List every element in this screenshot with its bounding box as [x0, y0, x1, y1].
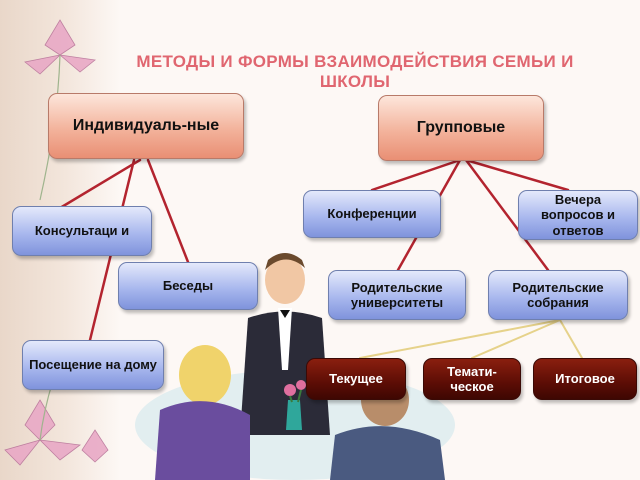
connector-group-conferences	[370, 158, 462, 192]
node-conferences: Конференции	[303, 190, 441, 238]
node-current-label: Текущее	[329, 371, 383, 387]
connector-meetings-current	[359, 319, 561, 359]
connector-individual-consultations	[58, 158, 142, 210]
node-final-label: Итоговое	[555, 371, 615, 387]
node-parent-meetings-label: Родительские собрания	[512, 279, 604, 310]
node-conversations: Беседы	[118, 262, 258, 310]
node-thematic-label: Темати-ческое	[447, 363, 497, 394]
node-parent-universities-label: Родительские университеты	[350, 279, 444, 310]
node-parent-universities: Родительские университеты	[328, 270, 466, 320]
node-group-label: Групповые	[416, 118, 506, 136]
node-home-visit: Посещение на дому	[22, 340, 164, 390]
node-home-visit-label: Посещение на дому	[29, 357, 157, 373]
connector-meetings-thematic	[471, 319, 561, 359]
node-parent-meetings: Родительские собрания	[488, 270, 628, 320]
connector-group-meetings	[464, 158, 550, 272]
node-final: Итоговое	[533, 358, 637, 400]
node-current: Текущее	[306, 358, 406, 400]
node-qa-evenings: Вечера вопросов и ответов	[518, 190, 638, 240]
node-conversations-label: Беседы	[162, 278, 214, 294]
diagram-title: МЕТОДЫ И ФОРМЫ ВЗАИМОДЕЙСТВИЯ СЕМЬИ И ШК…	[136, 52, 574, 91]
parent-left-head	[179, 345, 231, 405]
node-individual: Индивидуаль-ные	[48, 93, 244, 159]
teacher-illustration	[135, 253, 455, 480]
node-thematic: Темати-ческое	[423, 358, 521, 400]
node-qa-evenings-label: Вечера вопросов и ответов	[540, 192, 616, 238]
node-group: Групповые	[378, 95, 544, 161]
node-conferences-label: Конференции	[327, 206, 417, 222]
node-individual-label: Индивидуаль-ные	[72, 116, 220, 134]
node-consultations: Консультаци и	[12, 206, 152, 256]
teacher-head	[265, 256, 305, 304]
node-consultations-label: Консультаци и	[34, 223, 130, 239]
connector-group-qa	[464, 158, 570, 192]
connector-meetings-final	[559, 319, 583, 359]
connector-individual-conversations	[146, 158, 190, 264]
